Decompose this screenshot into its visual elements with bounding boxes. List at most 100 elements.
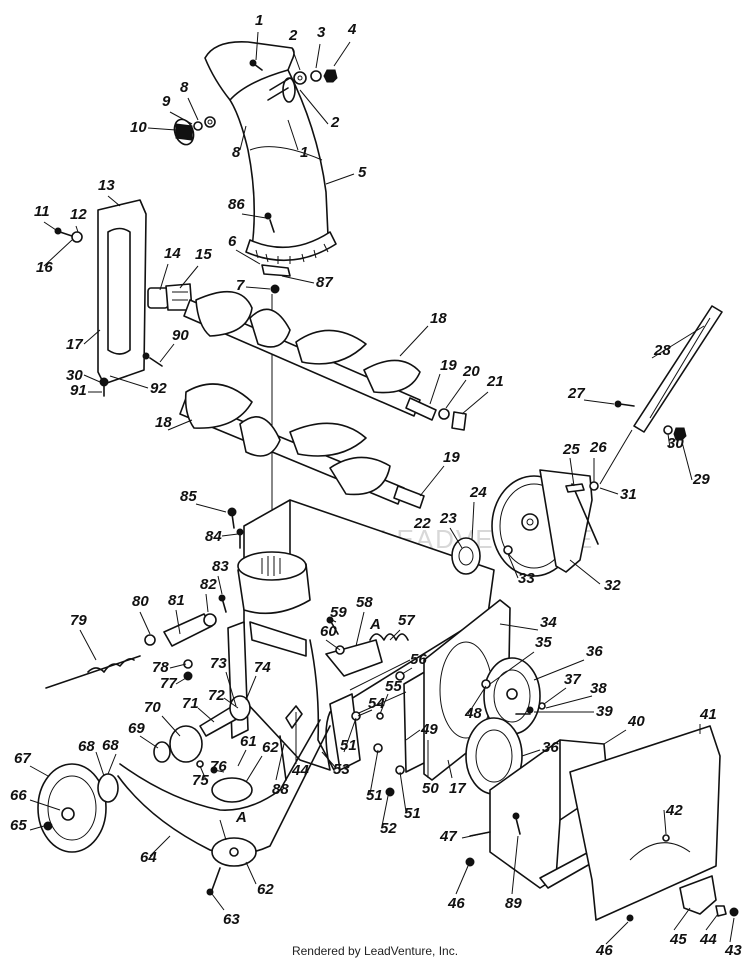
part-label-73: 73 (210, 655, 227, 672)
part-label-74: 74 (254, 659, 271, 676)
part-label-22: 22 (413, 515, 431, 532)
part-label-82: 82 (200, 576, 217, 593)
part-label-58: 58 (356, 594, 373, 611)
part-label-88: 88 (272, 781, 289, 798)
part-label-39: 39 (596, 703, 613, 720)
part-label-25: 25 (562, 441, 580, 458)
part-label-60: 60 (320, 623, 337, 640)
part-label-17: 17 (449, 780, 466, 797)
part-label-10: 10 (130, 119, 147, 136)
part-label-36: 36 (542, 739, 559, 756)
part-label-23: 23 (439, 510, 457, 527)
part-label-86: 86 (228, 196, 245, 213)
part-label-44: 44 (699, 931, 717, 948)
part-label-2: 2 (330, 114, 340, 131)
footer-credit: Rendered by LeadVenture, Inc. (291, 944, 459, 958)
impeller-pulley (451, 469, 599, 577)
part-label-90: 90 (172, 327, 189, 344)
part-label-34: 34 (540, 614, 557, 631)
housing (227, 499, 495, 797)
part-label-20: 20 (462, 363, 480, 380)
part-label-1: 1 (300, 144, 308, 161)
side-plate (54, 199, 193, 397)
part-label-62: 62 (262, 739, 279, 756)
part-label-46: 46 (595, 942, 613, 959)
part-label-38: 38 (590, 680, 607, 697)
part-label-17: 17 (66, 336, 83, 353)
leader-lines (29, 31, 735, 945)
part-label-56: 56 (410, 651, 427, 668)
part-label-85: 85 (180, 488, 197, 505)
part-label-4: 4 (347, 21, 357, 38)
part-label-15: 15 (195, 246, 212, 263)
part-label-89: 89 (505, 895, 522, 912)
cover-plate (569, 725, 739, 922)
part-label-50: 50 (422, 780, 439, 797)
part-label-40: 40 (627, 713, 645, 730)
part-label-65: 65 (10, 817, 27, 834)
drive-pulleys (423, 599, 546, 795)
part-label-16: 16 (36, 259, 53, 276)
part-label-26: 26 (589, 439, 607, 456)
part-label-55: 55 (385, 678, 402, 695)
part-label-68: 68 (102, 737, 119, 754)
part-label-24: 24 (469, 484, 487, 501)
part-label-76: 76 (210, 758, 227, 775)
part-label-59: 59 (330, 604, 347, 621)
part-label-18: 18 (430, 310, 447, 327)
part-label-51: 51 (340, 737, 357, 754)
part-label-19: 19 (440, 357, 457, 374)
part-label-61: 61 (240, 733, 257, 750)
part-label-46: 46 (447, 895, 465, 912)
part-label-67: 67 (14, 750, 31, 767)
part-label-51: 51 (404, 805, 421, 822)
part-label-77: 77 (160, 675, 177, 692)
idler-arm (325, 616, 409, 681)
part-label-21: 21 (486, 373, 504, 390)
part-label-1: 1 (255, 12, 263, 29)
part-label-9: 9 (162, 93, 171, 110)
part-label-68: 68 (78, 738, 95, 755)
part-label-87: 87 (316, 274, 333, 291)
part-label-45: 45 (669, 931, 687, 948)
part-label-52: 52 (380, 820, 397, 837)
part-label-A: A (235, 809, 247, 826)
part-label-48: 48 (464, 705, 482, 722)
chute-hardware (173, 59, 338, 294)
part-label-64: 64 (140, 849, 157, 866)
part-label-32: 32 (604, 577, 621, 594)
part-label-42: 42 (665, 802, 683, 819)
part-label-83: 83 (212, 558, 229, 575)
part-label-71: 71 (182, 695, 199, 712)
auger-upper (183, 290, 467, 431)
part-label-51: 51 (366, 787, 383, 804)
auger-lower (179, 383, 425, 509)
part-label-8: 8 (180, 79, 189, 96)
part-label-37: 37 (564, 671, 581, 688)
part-label-33: 33 (518, 570, 535, 587)
part-label-81: 81 (168, 592, 185, 609)
part-label-84: 84 (205, 528, 222, 545)
part-label-70: 70 (144, 699, 161, 716)
part-label-57: 57 (398, 612, 415, 629)
part-label-78: 78 (152, 659, 169, 676)
part-label-49: 49 (420, 721, 438, 738)
belt-drive (37, 695, 331, 896)
part-label-91: 91 (70, 382, 87, 399)
part-label-69: 69 (128, 720, 145, 737)
part-label-31: 31 (620, 486, 637, 503)
housing-hardware (227, 507, 244, 549)
part-label-79: 79 (70, 612, 87, 629)
part-label-54: 54 (368, 695, 385, 712)
part-label-13: 13 (98, 177, 115, 194)
part-label-62: 62 (257, 881, 274, 898)
part-label-28: 28 (653, 342, 671, 359)
part-label-5: 5 (358, 164, 367, 181)
part-label-3: 3 (317, 24, 326, 41)
part-label-72: 72 (208, 687, 225, 704)
part-label-35: 35 (535, 634, 552, 651)
part-label-2: 2 (288, 27, 298, 44)
